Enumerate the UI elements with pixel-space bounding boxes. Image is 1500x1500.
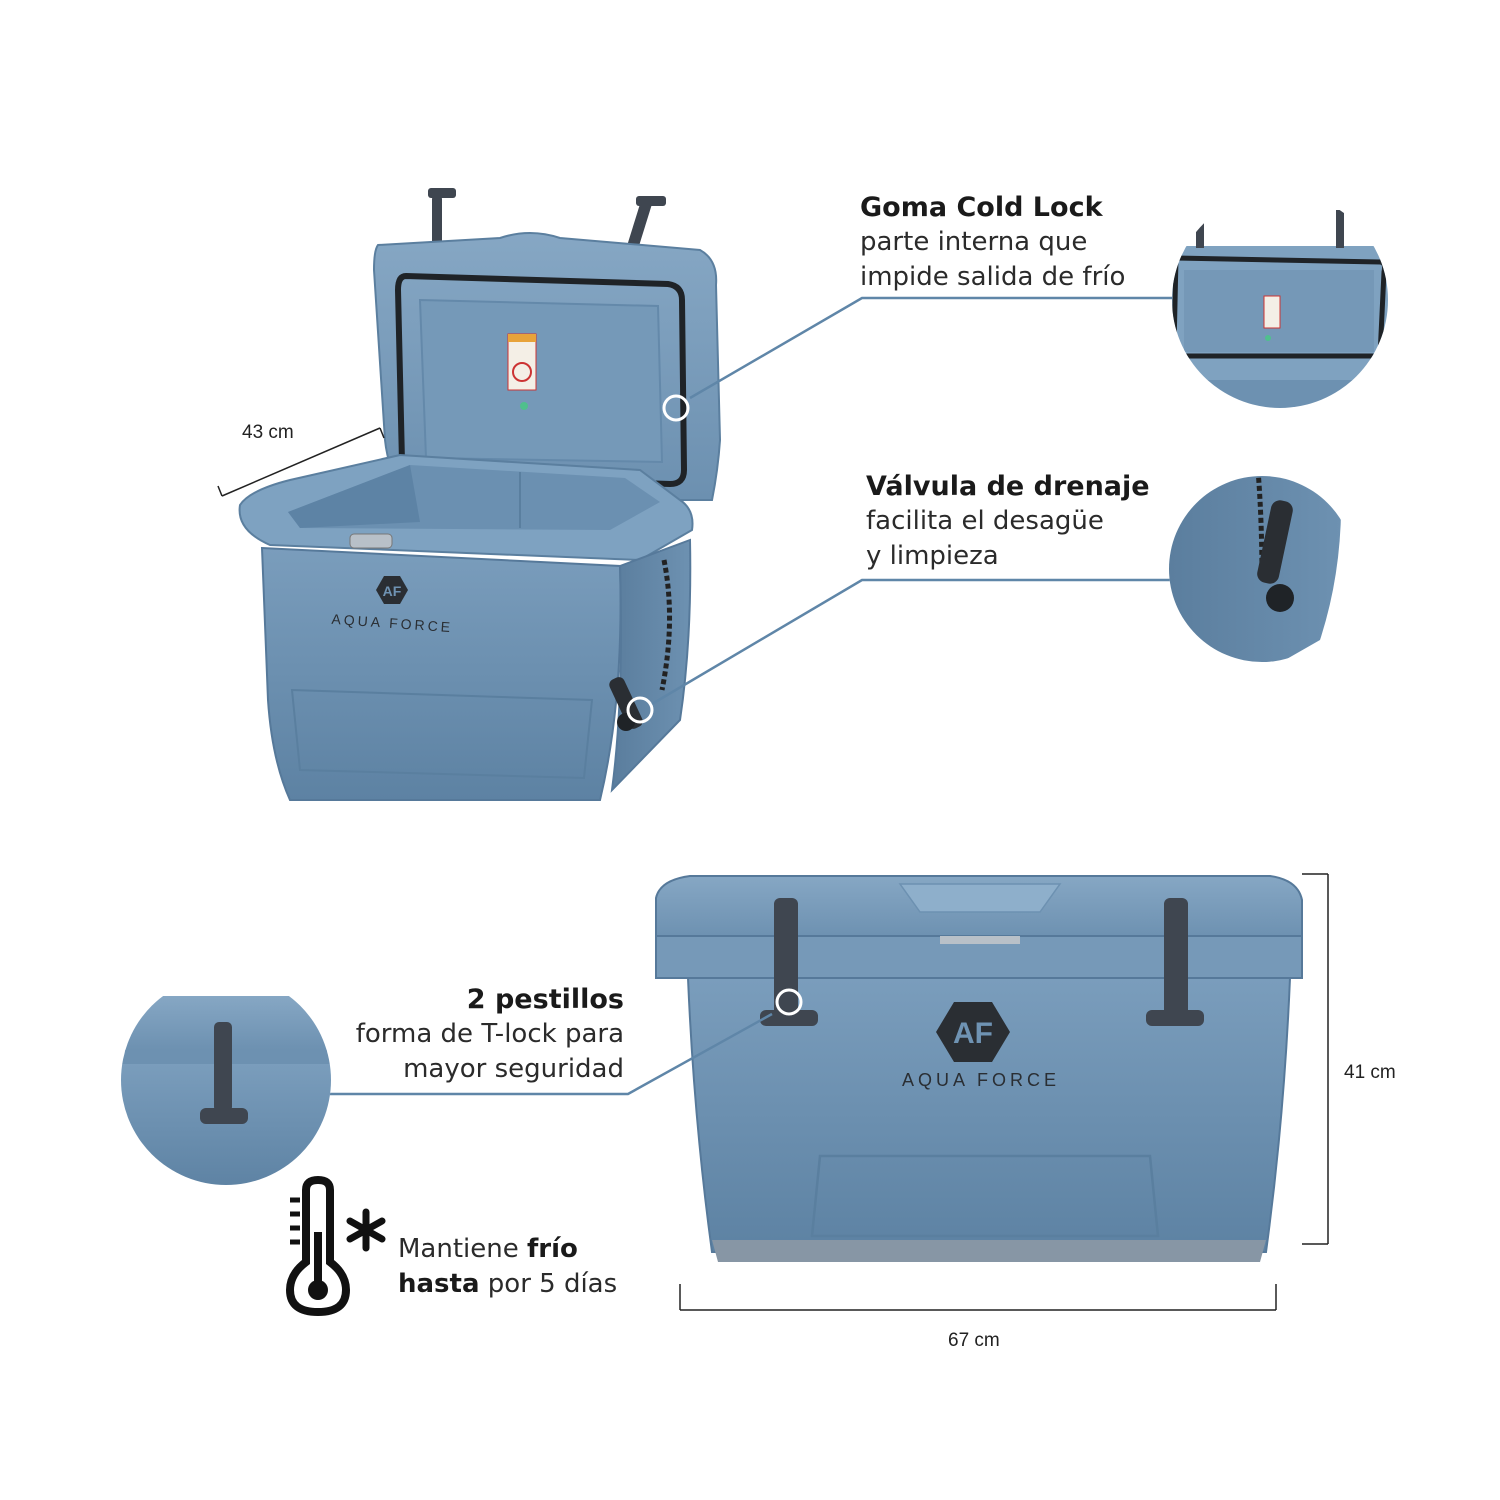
feature-cold-lock-line2: impide salida de frío xyxy=(860,262,1126,292)
cooler-body-front xyxy=(260,546,622,801)
height-label: 41 cm xyxy=(1344,1062,1396,1083)
brand-name-front: AQUA FORCE xyxy=(902,1070,1060,1090)
claim-part4: por 5 días xyxy=(479,1269,618,1299)
drain-callout-marker xyxy=(626,696,654,724)
front-cooler: AF AQUA FORCE xyxy=(655,875,1303,1262)
lid-latch-left xyxy=(428,188,456,248)
depth-label: 43 cm xyxy=(242,422,294,443)
feature-drain-valve: Válvula de drenaje facilita el desagüe y… xyxy=(866,469,1150,574)
lid-indicator-dot xyxy=(520,402,528,410)
cold-lock-zoom xyxy=(1172,192,1388,408)
front-body xyxy=(686,977,1292,1253)
latch-callout-marker xyxy=(775,988,803,1016)
claim-part2: frío xyxy=(527,1234,578,1264)
width-label: 67 cm xyxy=(948,1330,1000,1351)
drain-valve xyxy=(617,713,635,731)
feature-latches-title: 2 pestillos xyxy=(466,984,624,1015)
cold-duration-claim: Mantiene frío hasta por 5 días xyxy=(398,1232,617,1302)
open-cooler: AF AQUA FORCE xyxy=(238,188,722,801)
warning-sticker xyxy=(507,333,537,391)
svg-text:AF: AF xyxy=(953,1017,993,1050)
feature-drain-valve-line1: facilita el desagüe xyxy=(866,506,1104,536)
latch-zoom xyxy=(121,975,331,1185)
latch-callout-line xyxy=(318,1012,773,1096)
depth-dimension-line xyxy=(217,427,385,497)
feature-latches-line2: mayor seguridad xyxy=(403,1054,624,1084)
cold-lock-callout-marker xyxy=(662,394,690,422)
asterisk-icon xyxy=(346,1208,386,1252)
claim-part3: hasta xyxy=(398,1269,480,1299)
thermometer-icon xyxy=(285,1175,351,1317)
feature-cold-lock: Goma Cold Lock parte interna que impide … xyxy=(860,190,1125,295)
claim-part1: Mantiene xyxy=(398,1234,527,1264)
drain-callout-line xyxy=(651,578,1172,706)
t-lock-latch-right xyxy=(1146,898,1204,1026)
cold-lock-callout-line xyxy=(689,296,1172,400)
feature-cold-lock-title: Goma Cold Lock xyxy=(860,192,1103,223)
brand-logo-top: AF xyxy=(376,576,408,604)
feature-drain-valve-line2: y limpieza xyxy=(866,541,999,571)
side-handle-rope xyxy=(659,559,672,691)
drain-valve-zoom xyxy=(1169,476,1355,662)
feature-latches: 2 pestillos forma de T-lock para mayor s… xyxy=(300,982,624,1087)
width-dimension-line xyxy=(679,1284,1277,1311)
front-latch-hinge xyxy=(349,533,393,549)
t-lock-latch-left xyxy=(760,898,818,1026)
cold-lock-gasket xyxy=(394,272,688,488)
svg-text:AF: AF xyxy=(383,583,402,599)
feature-cold-lock-line1: parte interna que xyxy=(860,227,1088,257)
brand-logo-front: AF xyxy=(936,1002,1010,1062)
feature-drain-valve-title: Válvula de drenaje xyxy=(866,471,1150,502)
feature-latches-line1: forma de T-lock para xyxy=(355,1019,624,1049)
height-dimension-line xyxy=(1302,873,1329,1245)
